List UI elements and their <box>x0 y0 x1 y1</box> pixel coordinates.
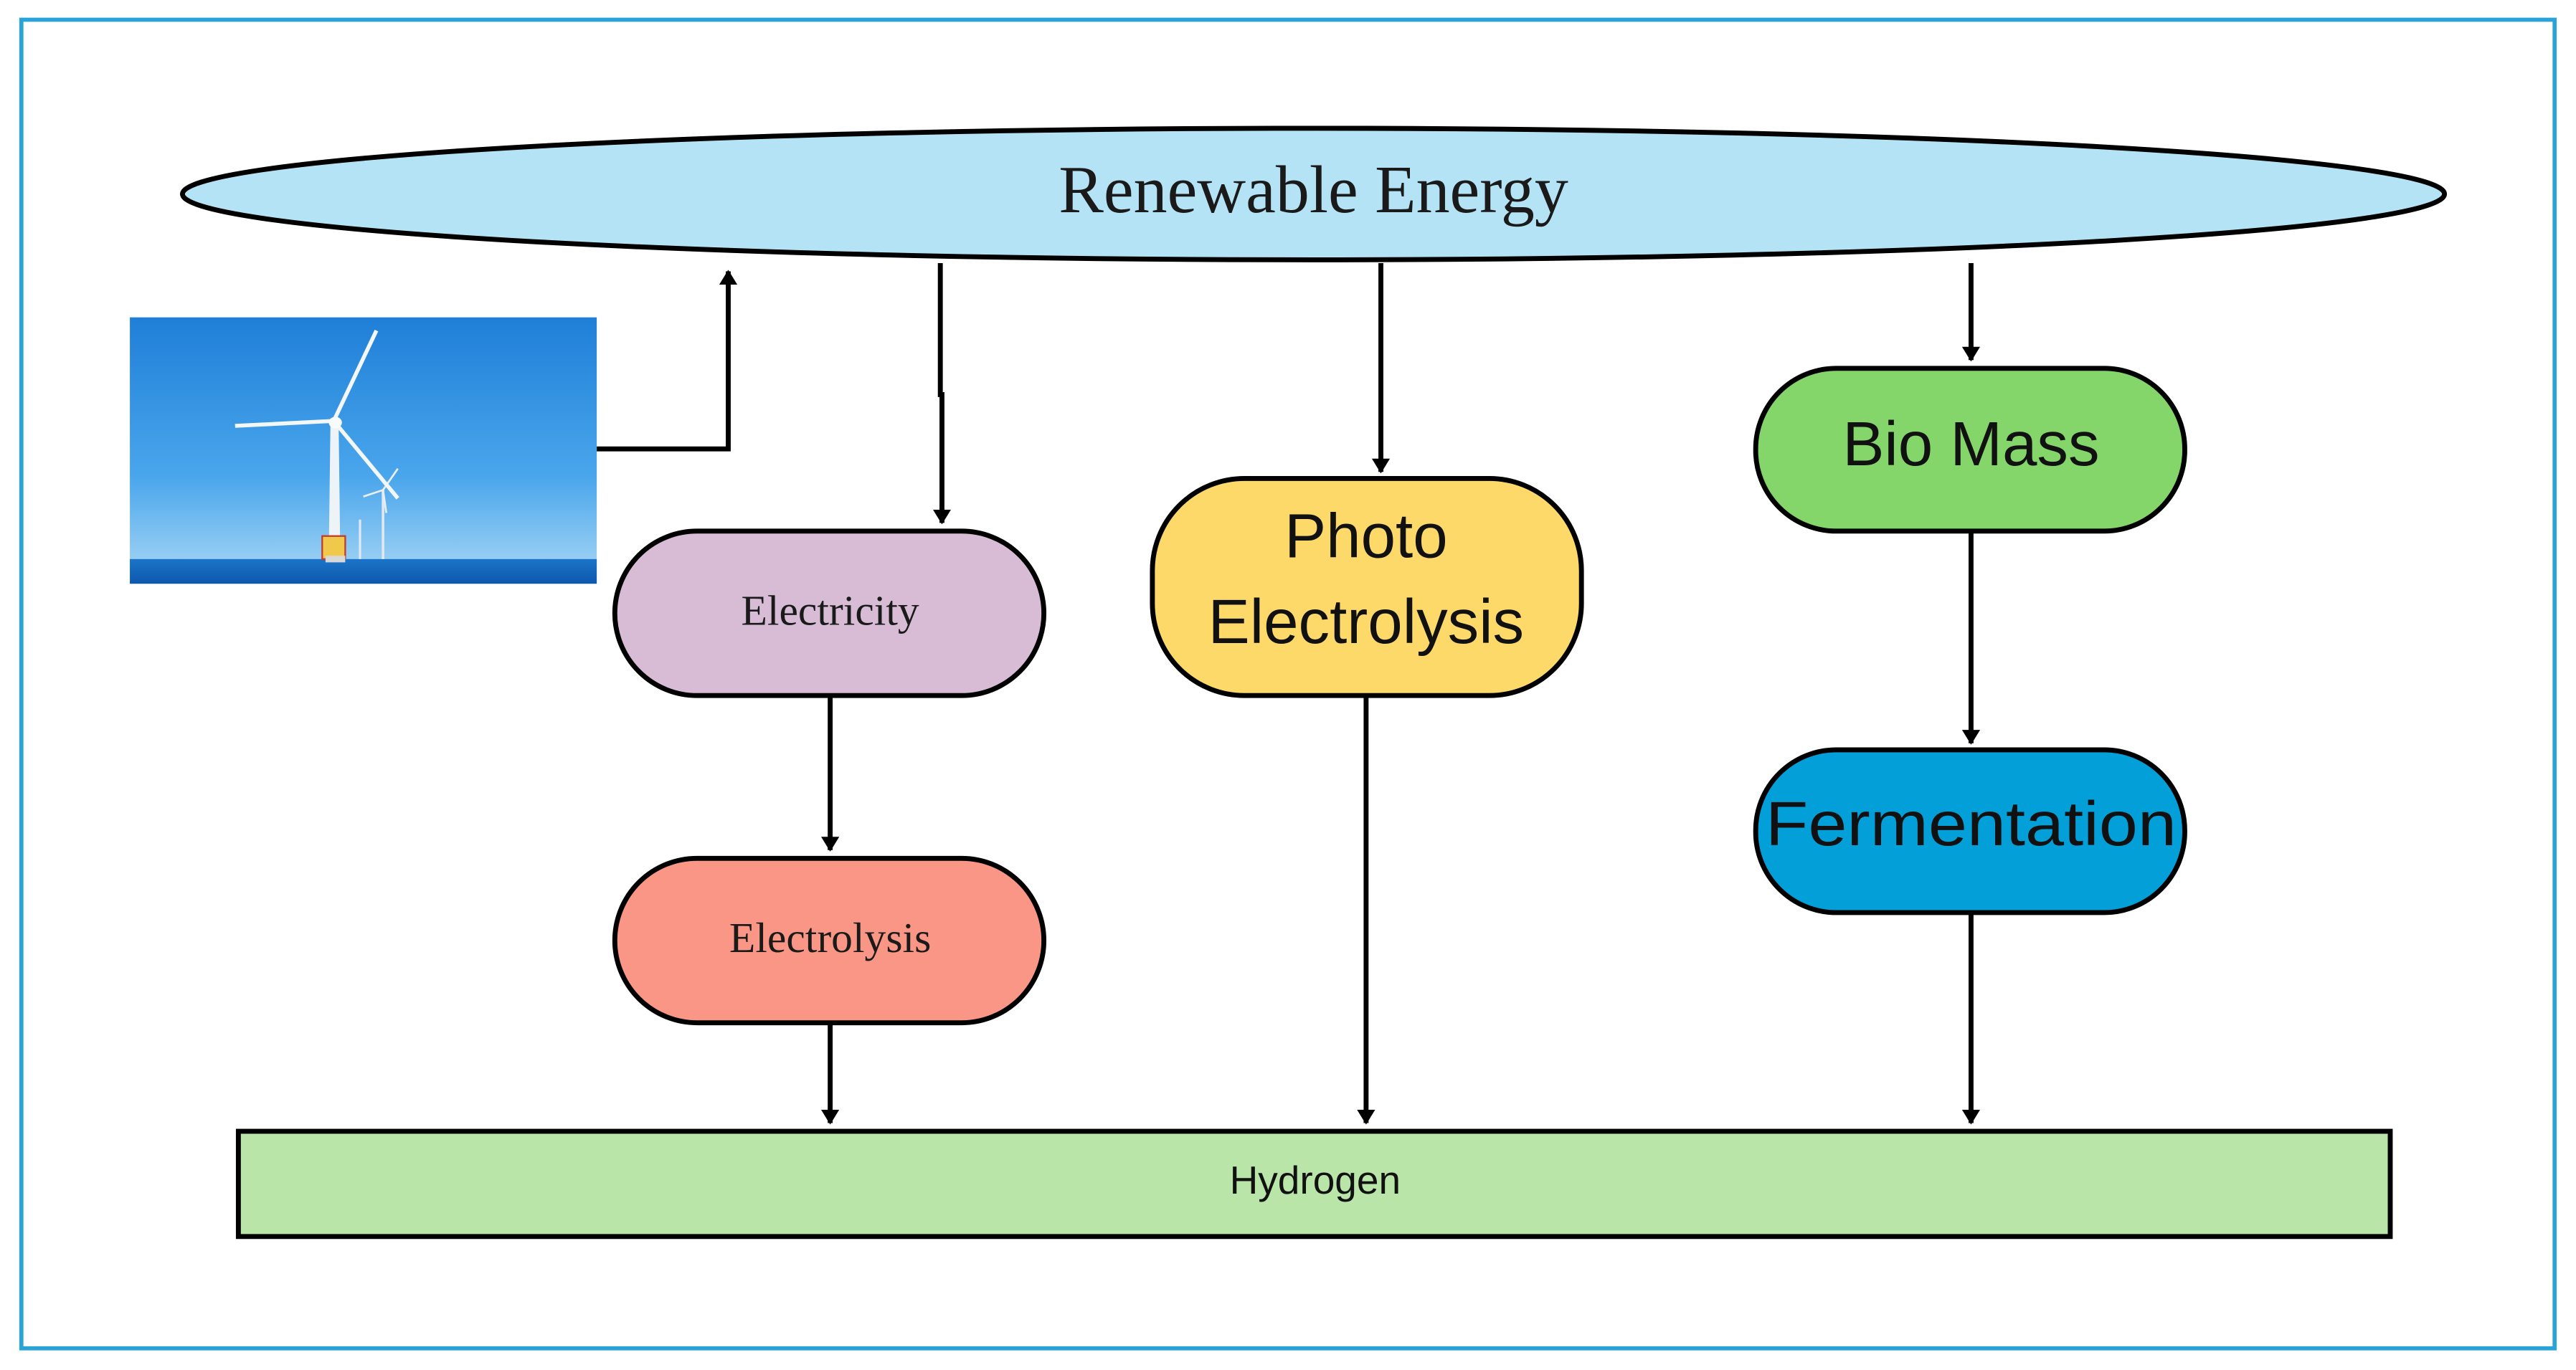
renewable-energy-shape <box>180 125 2448 262</box>
biomass-node: Bio Mass <box>1753 366 2187 534</box>
biomass-shape <box>1753 366 2187 534</box>
electrolysis-shape <box>612 855 1047 1026</box>
connectors <box>597 262 1981 1125</box>
photo-electrolysis-node: Photo Electrolysis <box>1150 476 1584 698</box>
arrow-turbine-to-renewable <box>597 270 738 452</box>
electricity-shape <box>612 528 1047 698</box>
arrow-renewable-to-electricity <box>932 262 952 525</box>
wind-turbine-photo <box>130 317 597 584</box>
electricity-label: Electricity <box>742 587 919 634</box>
electrolysis-sub-label: Electrolysis <box>1208 587 1524 657</box>
electricity-node: Electricity <box>612 528 1047 698</box>
fermentation-label: Fermentation <box>1766 789 2177 859</box>
biomass-label: Bio Mass <box>1842 409 2099 479</box>
electrolysis-label: Electrolysis <box>729 914 931 961</box>
photo-label: Photo <box>1284 502 1448 571</box>
fermentation-shape <box>1753 747 2187 915</box>
electrolysis-node: Electrolysis <box>612 855 1047 1026</box>
hydrogen-shape <box>235 1128 2393 1240</box>
photo-electrolysis-shape <box>1150 476 1584 698</box>
renewable-energy-label: Renewable Energy <box>1059 153 1568 227</box>
hydrogen-node: Hydrogen <box>235 1128 2393 1240</box>
renewable-energy-node: Renewable Energy <box>180 125 2448 262</box>
hydrogen-label: Hydrogen <box>1230 1158 1401 1202</box>
fermentation-node: Fermentation <box>1753 747 2187 915</box>
